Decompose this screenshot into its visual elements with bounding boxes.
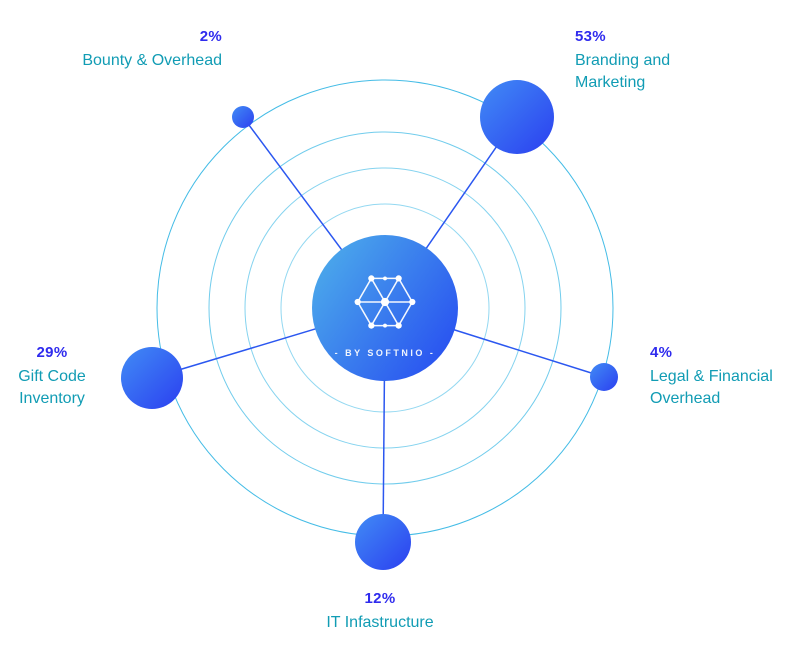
label-legal-financial: 4% Legal & Financial Overhead xyxy=(650,344,773,410)
category-label: Bounty & Overhead xyxy=(82,52,222,69)
category-label: Inventory xyxy=(19,390,85,407)
bubble-legal-financial xyxy=(590,363,618,391)
brand-caption: - BY SOFTNIO - xyxy=(334,347,436,358)
percent-value: 29% xyxy=(36,344,68,361)
bubble-bounty-overhead xyxy=(232,106,254,128)
category-label: Overhead xyxy=(650,390,721,407)
label-it-infrastructure: 12% IT Infastructure xyxy=(295,590,465,634)
category-label: Marketing xyxy=(575,74,646,91)
category-label: Branding and xyxy=(575,52,671,69)
blockchain-network-icon xyxy=(354,274,416,329)
bubble-it-infrastructure xyxy=(355,514,411,570)
category-label: Gift Code xyxy=(18,368,86,385)
bubble-gift-code-inventory xyxy=(121,347,183,409)
orbit-ring-2 xyxy=(244,167,526,449)
center-hub: - BY SOFTNIO - xyxy=(312,235,458,381)
orbit-ring-3 xyxy=(208,131,562,485)
category-label: IT Infastructure xyxy=(326,614,434,631)
label-gift-code-inventory: 29% Gift Code Inventory xyxy=(4,344,100,410)
category-label: Legal & Financial xyxy=(650,368,773,385)
label-bounty-overhead: 2% Bounty & Overhead xyxy=(82,28,222,72)
percent-value: 2% xyxy=(199,28,222,45)
percent-value: 4% xyxy=(650,344,673,361)
percent-value: 12% xyxy=(364,590,396,607)
bubble-branding-marketing xyxy=(480,80,554,154)
label-branding-marketing: 53% Branding and Marketing xyxy=(575,28,670,94)
orbit-ring-1 xyxy=(280,203,490,413)
percent-value: 53% xyxy=(575,28,606,45)
